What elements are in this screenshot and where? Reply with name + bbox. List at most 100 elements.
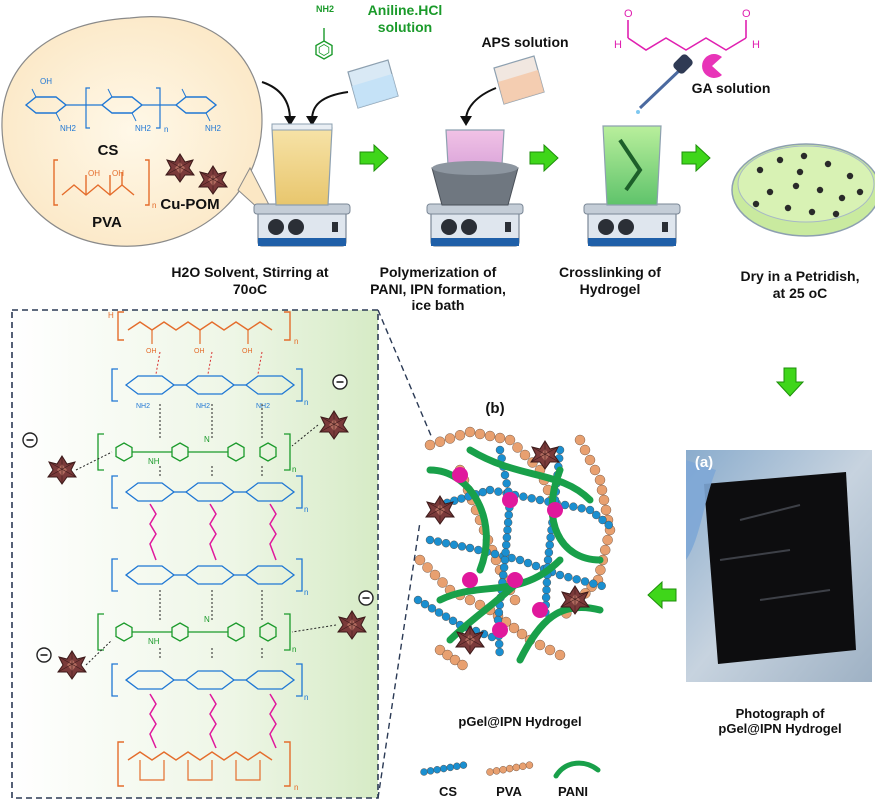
pani-ring: [171, 622, 189, 642]
pva-backbone: [127, 751, 273, 761]
ga-crosslink-node: [462, 572, 478, 588]
legend-pani-mark: [553, 760, 601, 779]
pva-bead: [600, 504, 612, 516]
pva-bead: [434, 436, 446, 447]
pva-bracket: [284, 741, 291, 787]
ga-crosslink-node: [547, 502, 563, 518]
chem-label: NH2: [196, 403, 210, 410]
petri-particles: [752, 152, 864, 218]
legend: [553, 760, 601, 779]
chem-n-subscript: n: [164, 125, 168, 134]
chem-nh2: NH2: [205, 124, 222, 133]
ga-crosslink: [209, 503, 217, 561]
cs-bead: [503, 518, 513, 527]
legend-label-pva: PVA: [496, 784, 522, 799]
chem-label: H: [108, 311, 114, 320]
chem-label: n: [304, 505, 308, 514]
pva-bead: [519, 449, 531, 461]
cs-bead: [494, 487, 503, 496]
glutaraldehyde-structure: [627, 20, 747, 51]
cs-bead: [604, 520, 613, 530]
cs-bead: [502, 479, 511, 488]
cs-bead: [485, 485, 495, 495]
legend-pva-mark: [512, 763, 520, 772]
beaker-step-3: [583, 125, 681, 247]
pva-acetal: [139, 760, 165, 781]
cs-bead: [494, 608, 504, 617]
pva-bead: [554, 649, 566, 661]
pva-bead: [579, 444, 591, 456]
cs-bead: [434, 608, 444, 617]
pani-ring: [227, 442, 245, 462]
cs-bead: [490, 549, 500, 559]
cs-bead: [527, 494, 536, 503]
chem-label: n: [294, 337, 298, 346]
cs-bead: [499, 563, 509, 572]
pani-ring: [171, 442, 189, 462]
beaker-step-1: [253, 123, 351, 247]
cs-bead: [542, 578, 552, 587]
petri-particle: [838, 194, 846, 202]
cs-bead: [502, 540, 511, 550]
pani-bracket: [284, 433, 291, 471]
chem-label: OH: [194, 348, 205, 355]
cs-bead: [544, 548, 554, 557]
cs-bead: [535, 495, 545, 505]
chem-label: n: [304, 693, 308, 702]
cs-bead: [427, 604, 437, 613]
cs-bead: [465, 543, 475, 553]
cs-bead: [502, 533, 512, 542]
cs-bracket: [111, 475, 118, 509]
pani-chain: [466, 446, 594, 504]
pva-bead: [414, 554, 426, 566]
panel-a-label: (a): [694, 454, 714, 471]
flow-arrow: [261, 81, 291, 121]
electrostatic-link: [291, 424, 319, 447]
chem-oh: OH: [88, 169, 100, 178]
pva-bead: [457, 659, 468, 671]
pva-bracket: [117, 311, 124, 341]
pva-bead: [574, 434, 586, 446]
zoom-line: [377, 309, 433, 439]
chitosan-structure: [25, 87, 217, 129]
pani-ring: [115, 442, 133, 462]
cs-bead: [441, 539, 451, 548]
cs-bead: [500, 555, 510, 565]
pani-chain: [516, 603, 604, 664]
pva-bead: [437, 577, 448, 588]
ga-crosslink: [209, 693, 217, 749]
cs-bead: [541, 593, 551, 602]
ga-crosslink-node: [507, 572, 523, 588]
cs-ring: [244, 565, 296, 585]
pouring-beaker-2: [493, 55, 545, 105]
cs-bracket: [296, 663, 303, 697]
legend-pva-mark: [492, 767, 501, 775]
cs-bead: [545, 540, 554, 550]
chem-label: n: [304, 398, 308, 407]
pva-acetal: [187, 760, 213, 781]
pva-bead: [422, 562, 433, 573]
petri-particle: [808, 208, 816, 216]
cs-bead: [433, 537, 443, 546]
pva-bead: [504, 434, 516, 446]
aniline-amine-label: NH2: [315, 4, 334, 14]
cs-bead: [592, 510, 601, 520]
cs-bead: [531, 561, 541, 571]
pva-bead: [589, 464, 601, 476]
pva-bead: [444, 433, 456, 444]
pva-bead: [424, 439, 436, 451]
chem-n-subscript: n: [152, 201, 156, 210]
ga-h-right: H: [752, 39, 760, 51]
chem-label: n: [304, 588, 308, 597]
cs-bead: [457, 542, 467, 551]
chem-label: N: [204, 435, 210, 444]
ga-crosslink: [149, 693, 157, 749]
cs-bead: [523, 558, 533, 568]
ga-o-left: O: [624, 8, 633, 20]
cs-bracket: [111, 558, 118, 592]
dropper-icon: [636, 54, 693, 114]
pva-bead: [600, 544, 611, 556]
process-arrow-3: [681, 144, 711, 172]
pva-bead: [516, 628, 528, 640]
chem-label: n: [292, 465, 296, 474]
